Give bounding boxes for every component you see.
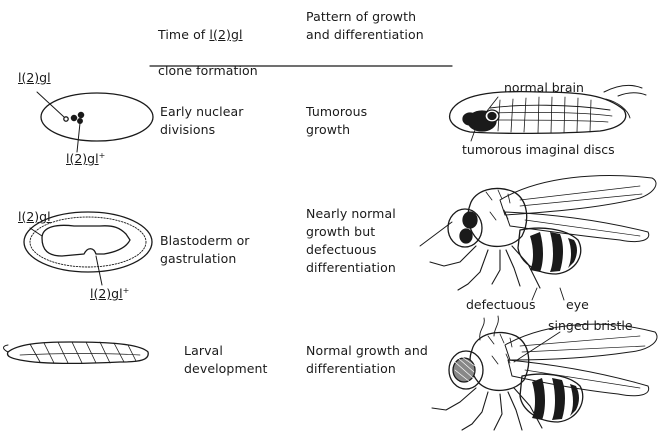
allele-text: l(2)gl xyxy=(18,70,51,85)
label-normal-brain: normal brain xyxy=(504,80,584,95)
allele-label-row2-bottom: l(2)gl+ xyxy=(90,283,129,301)
label-singed-bristle: singed bristle xyxy=(548,318,633,333)
allele-label-row1-top: l(2)gl xyxy=(18,70,51,85)
row1-pattern: Tumorous growth xyxy=(306,103,367,139)
column-header-time-allele: l(2)gl xyxy=(209,27,242,42)
label-eye: eye xyxy=(566,297,589,312)
column-header-pattern: Pattern of growth and differentiation xyxy=(306,8,424,44)
allele-plus: + xyxy=(99,151,106,160)
row3-time: Larval development xyxy=(184,342,268,378)
defective-fly-icon xyxy=(420,176,656,300)
normal-fly-icon xyxy=(432,316,657,430)
allele-label-row1-bottom: l(2)gl+ xyxy=(66,148,105,166)
row2-pattern: Nearly normal growth but defectuous diff… xyxy=(306,205,396,277)
row3-pattern: Normal growth and differentiation xyxy=(306,342,428,378)
allele-plus: + xyxy=(123,286,130,295)
label-defectuous: defectuous xyxy=(466,297,536,312)
allele-text: l(2)gl xyxy=(18,209,51,224)
allele-text: l(2)gl xyxy=(90,286,123,301)
column-header-time-suffix: clone formation xyxy=(158,63,258,78)
early-embryo-icon xyxy=(37,92,153,152)
column-header-time-prefix: Time of xyxy=(158,27,209,42)
row1-time: Early nuclear divisions xyxy=(160,103,244,139)
larva-icon xyxy=(4,342,149,363)
row2-time: Blastoderm or gastrulation xyxy=(160,232,250,268)
label-tumorous-imaginal-discs: tumorous imaginal discs xyxy=(462,142,615,157)
allele-label-row2-top: l(2)gl xyxy=(18,209,51,224)
column-header-time: Time of l(2)gl clone formation xyxy=(158,8,258,80)
allele-text: l(2)gl xyxy=(66,151,99,166)
